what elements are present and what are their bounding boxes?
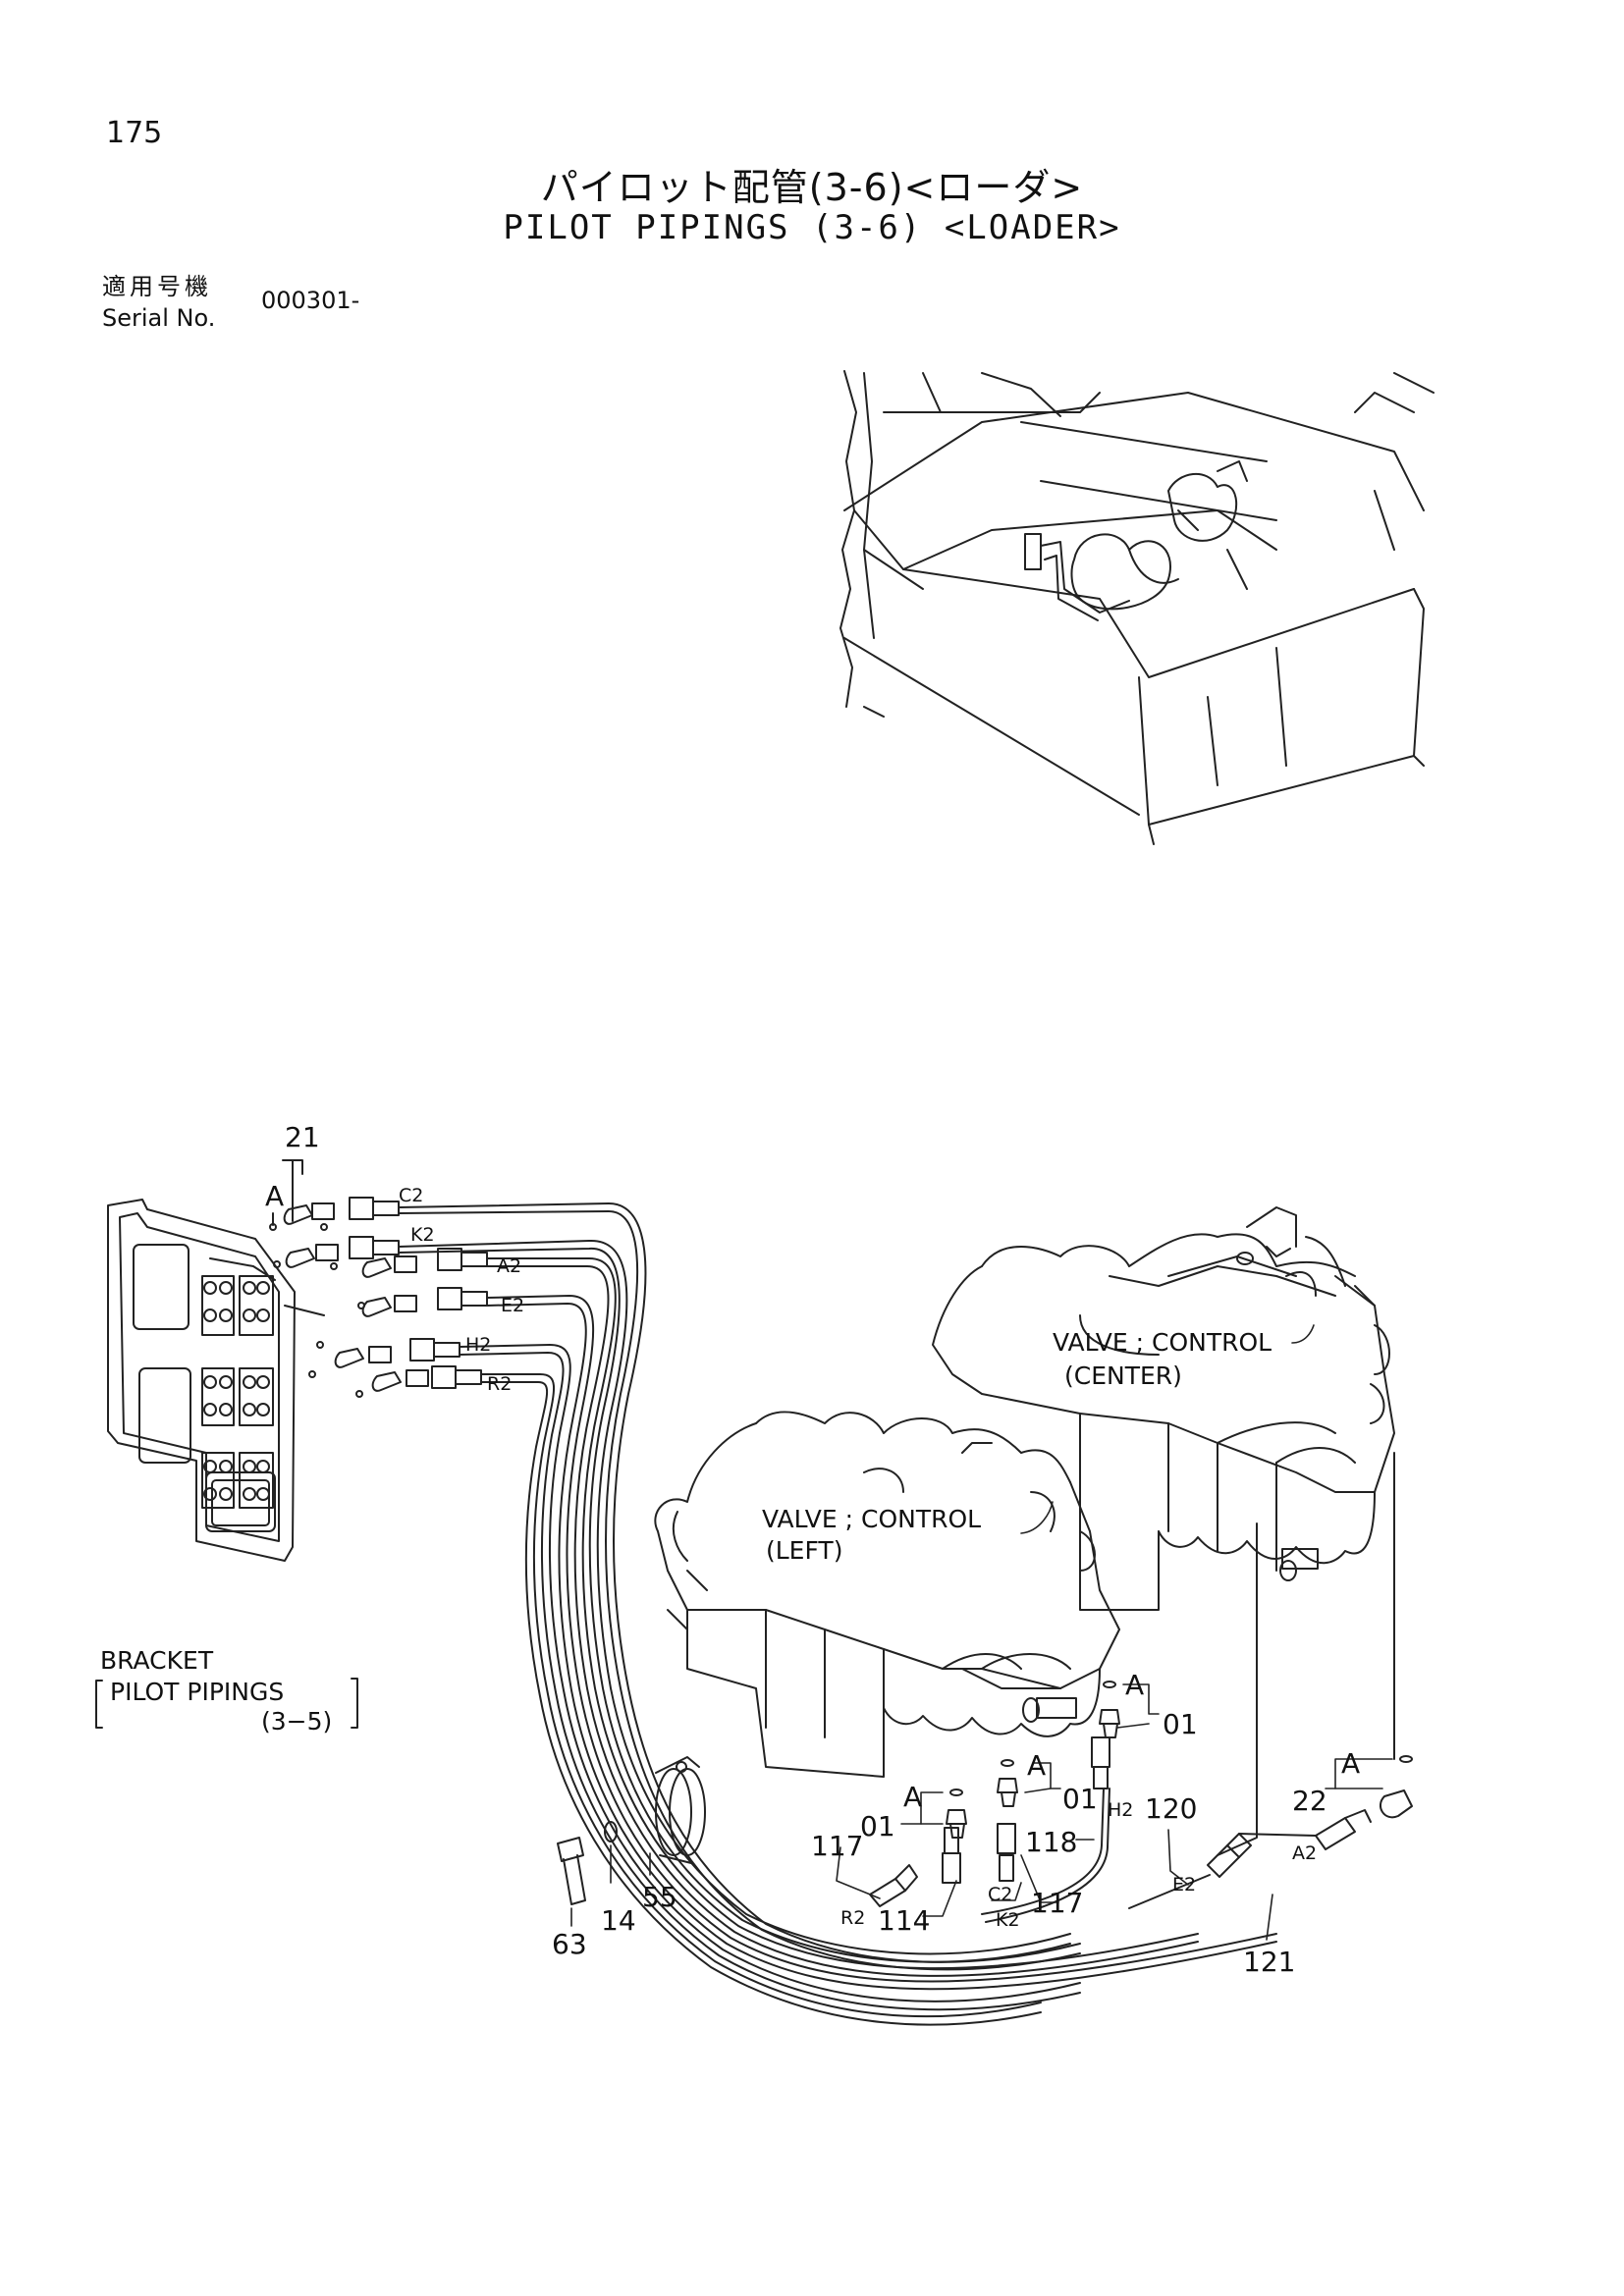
washer-14 — [604, 1821, 618, 1842]
serial-label-en: Serial No. — [102, 304, 216, 332]
bracket-label: BRACKET — [100, 1646, 214, 1675]
part-callout-21: 21 — [285, 1121, 320, 1153]
elbow-fittings-21 — [269, 1159, 488, 1398]
port-callout-a: A — [1341, 1747, 1360, 1780]
page-number: 175 — [106, 116, 163, 150]
hose-label-r2: R2 — [487, 1373, 512, 1395]
adapter-fittings-01 — [946, 1452, 1413, 1856]
hose-fittings-lower — [869, 1736, 1413, 1923]
port-callout-a: A — [1027, 1749, 1046, 1782]
hose-label-k2: K2 — [410, 1224, 435, 1246]
bracket-ref-label: PILOT PIPINGS — [110, 1678, 284, 1706]
machine-overview-sketch — [839, 370, 1435, 845]
hose-label-e2: E2 — [501, 1295, 524, 1316]
hose-label-h2: H2 — [1108, 1799, 1133, 1821]
valve-center-label: VALVE ; CONTROL — [1053, 1328, 1272, 1357]
part-callout-01: 01 — [860, 1810, 895, 1842]
control-valve-center — [932, 1206, 1395, 1611]
bracket-pilot-pipings-panel — [95, 1199, 358, 1729]
hose-label-c2: C2 — [988, 1884, 1012, 1905]
part-callout-117: 117 — [1031, 1887, 1083, 1919]
part-callout-14: 14 — [601, 1904, 636, 1937]
valve-left-label: VALVE ; CONTROL — [762, 1505, 981, 1533]
part-callout-120: 120 — [1145, 1792, 1197, 1825]
port-callout-a: A — [265, 1180, 284, 1212]
part-callout-63: 63 — [552, 1928, 587, 1960]
page-title-japanese: パイロット配管(3-6)<ローダ> — [540, 166, 1084, 209]
hose-label-h2: H2 — [465, 1334, 491, 1356]
valve-center-sub: (CENTER) — [1064, 1362, 1182, 1390]
part-callout-22: 22 — [1292, 1785, 1327, 1817]
part-callout-121: 121 — [1243, 1946, 1295, 1978]
port-callout-a: A — [903, 1781, 922, 1813]
hose-label-c2: C2 — [399, 1185, 423, 1206]
hose-clamp-55 — [655, 1756, 706, 1864]
part-callout-55: 55 — [642, 1881, 677, 1913]
part-callout-01: 01 — [1062, 1783, 1098, 1815]
bracket-ref-number: (3−5) — [261, 1707, 332, 1735]
serial-value: 000301- — [261, 287, 360, 314]
serial-label-jp: 適用号機 — [102, 273, 212, 300]
part-callout-118: 118 — [1025, 1826, 1077, 1858]
serial-label: 適用号機 Serial No. — [102, 271, 215, 334]
part-callout-117: 117 — [811, 1830, 863, 1862]
page-title-english: PILOT PIPINGS (3-6) <LOADER> — [503, 208, 1121, 247]
hose-label-a2: A2 — [1292, 1842, 1317, 1864]
control-valve-left — [654, 1411, 1120, 1778]
valve-left-sub: (LEFT) — [766, 1536, 842, 1565]
bolt-63 — [557, 1837, 586, 1905]
hose-label-e2: E2 — [1172, 1874, 1196, 1896]
pilot-hose-bundle — [398, 1202, 1277, 2026]
port-callout-a: A — [1125, 1669, 1144, 1701]
hose-label-a2: A2 — [497, 1255, 521, 1277]
callout-leaders — [570, 1324, 1393, 1941]
part-callout-114: 114 — [878, 1904, 930, 1937]
part-callout-01: 01 — [1163, 1708, 1198, 1740]
hose-label-r2: R2 — [840, 1907, 865, 1929]
hose-label-k2: K2 — [996, 1909, 1020, 1931]
